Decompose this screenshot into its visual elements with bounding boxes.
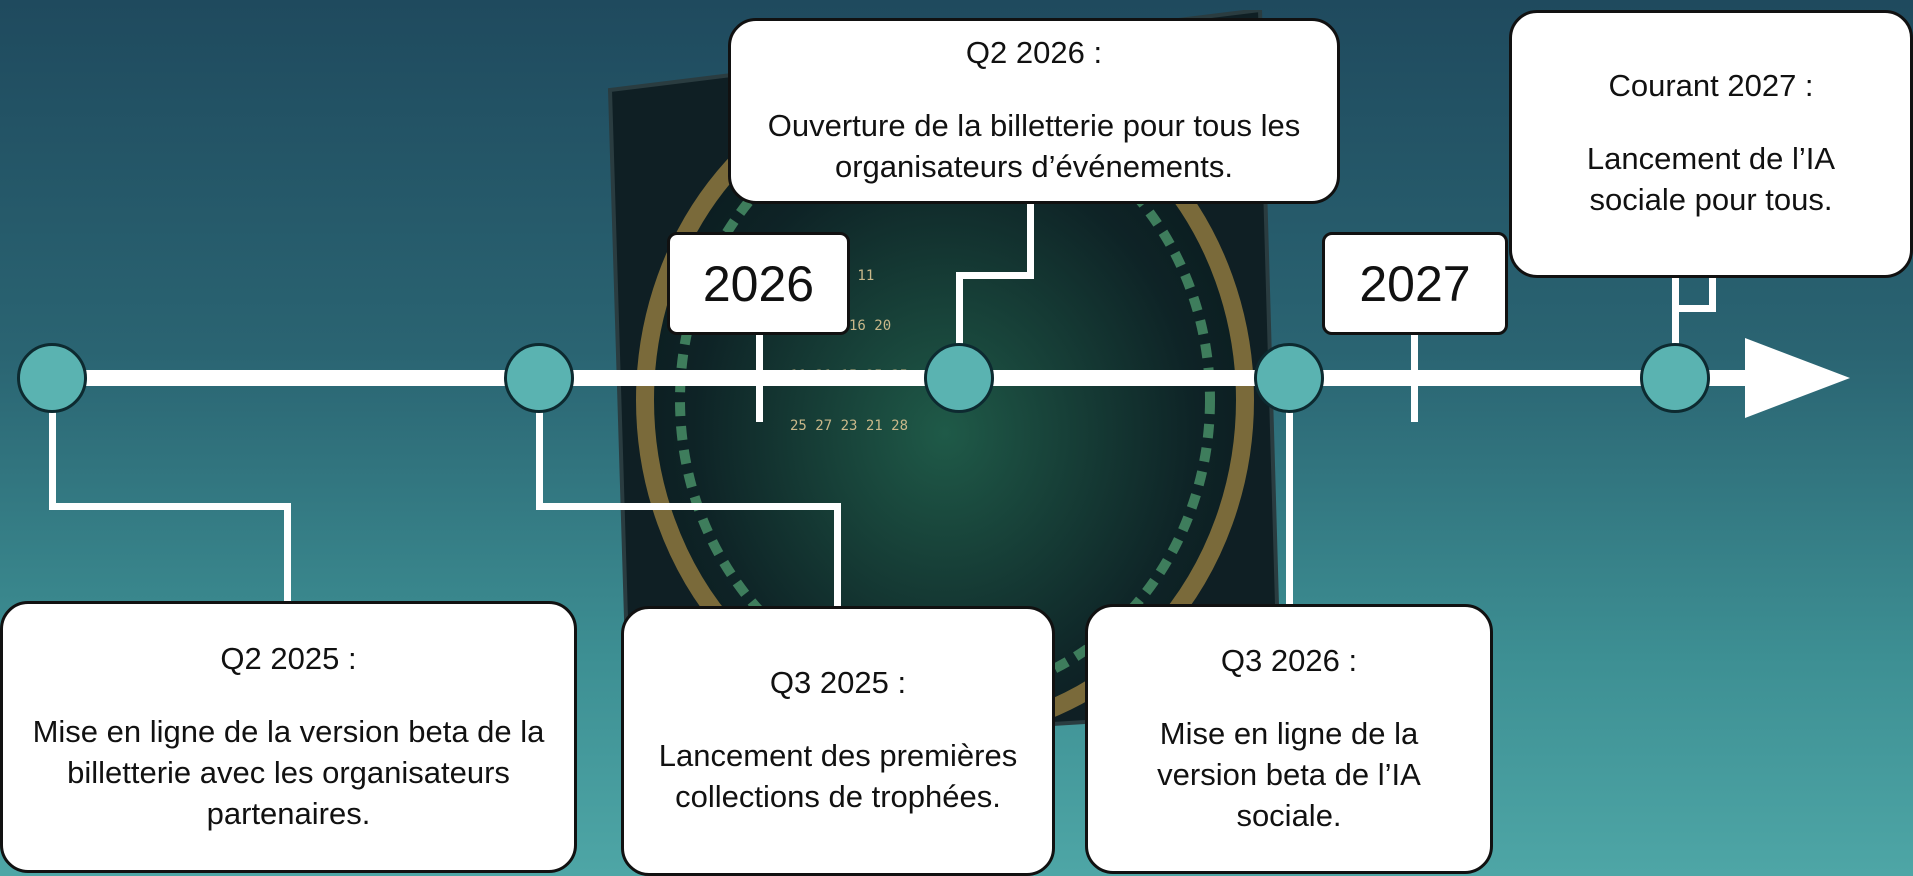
- connector-q3-2025: [536, 503, 841, 510]
- milestone-description: Mise en ligne de la version beta de l’IA…: [1157, 715, 1421, 833]
- year-label-2027: 2027: [1322, 232, 1508, 335]
- milestone-node-q3-2026: [1254, 343, 1324, 413]
- connector-q3-2025: [536, 378, 543, 510]
- milestone-period: Q2 2025 :: [220, 640, 357, 676]
- milestone-period: Q3 2025 :: [769, 665, 907, 700]
- timeline-axis: [50, 370, 1760, 386]
- milestone-period: Courant 2027 :: [1608, 68, 1814, 103]
- milestone-card-q2-2026: Q2 2026 : Ouverture de la billetterie po…: [728, 18, 1340, 204]
- milestone-card-2027: Courant 2027 : Lancement de l’IA sociale…: [1509, 10, 1913, 278]
- connector-q2-2025: [49, 378, 56, 510]
- milestone-description: Lancement des premières collections de t…: [658, 738, 1018, 814]
- svg-text:25 27 23 21 28: 25 27 23 21 28: [790, 418, 908, 434]
- connector-2027: [1672, 305, 1716, 312]
- connector-q2-2026: [956, 272, 1034, 279]
- milestone-period: Q2 2026 :: [965, 35, 1103, 70]
- milestone-card-q2-2025: Q2 2025 : Mise en ligne de la version be…: [0, 601, 577, 873]
- milestone-description: Mise en ligne de la version beta de la b…: [32, 713, 545, 831]
- milestone-period: Q3 2026 :: [1220, 642, 1358, 678]
- milestone-node-q2-2025: [17, 343, 87, 413]
- connector-q3-2025: [834, 503, 841, 608]
- milestone-node-q3-2025: [504, 343, 574, 413]
- milestone-description: Lancement de l’IA sociale pour tous.: [1586, 141, 1836, 217]
- connector-q2-2025: [284, 503, 291, 603]
- milestone-node-q2-2026: [924, 343, 994, 413]
- connector-2027: [1709, 278, 1716, 312]
- milestone-card-q3-2026: Q3 2026 : Mise en ligne de la version be…: [1085, 604, 1493, 874]
- timeline-arrowhead: [1745, 338, 1850, 418]
- connector-q2-2026: [956, 272, 963, 378]
- connector-q2-2026: [1027, 200, 1034, 279]
- connector-q3-2026: [1286, 378, 1293, 608]
- year-label-2026: 2026: [667, 232, 850, 335]
- milestone-description: Ouverture de la billetterie pour tous le…: [767, 108, 1301, 184]
- milestone-node-2027: [1640, 343, 1710, 413]
- milestone-card-q3-2025: Q3 2025 : Lancement des premières collec…: [621, 606, 1055, 876]
- connector-q2-2025: [49, 503, 291, 510]
- connector-2027: [1672, 278, 1679, 348]
